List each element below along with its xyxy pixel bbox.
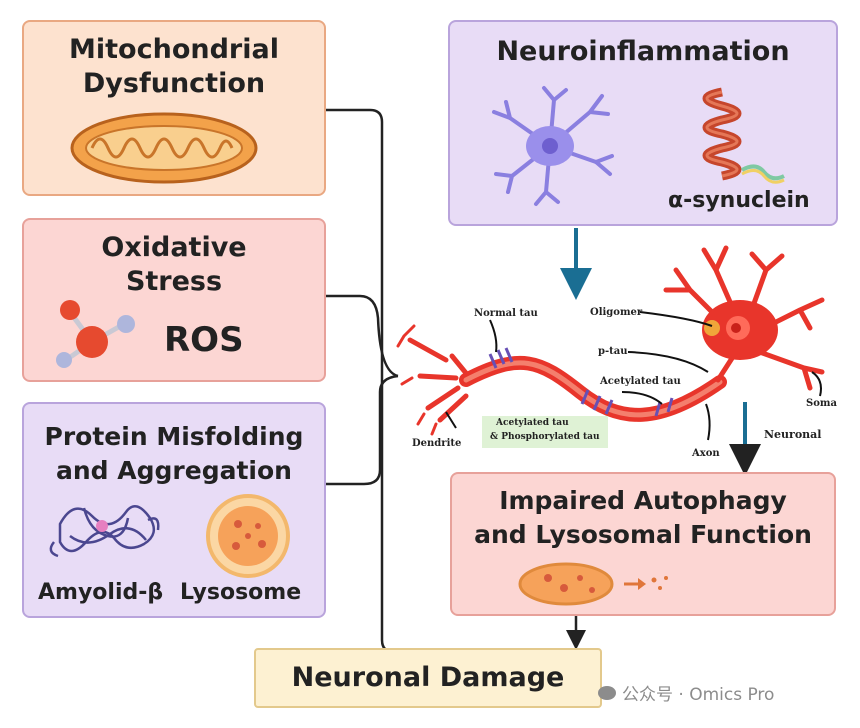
microglia-icon bbox=[492, 86, 614, 206]
protein-title-line1: Protein Misfolding bbox=[44, 422, 304, 451]
amyloid-beta-icon bbox=[49, 505, 160, 558]
autophagy-title-line1: Impaired Autophagy bbox=[499, 486, 787, 515]
mitochondrial-dysfunction-box: Mitochondrial Dysfunction bbox=[22, 20, 326, 196]
mito-title-line1: Mitochondrial bbox=[69, 34, 279, 65]
amyloid-label: Amyolid-β bbox=[38, 580, 164, 605]
ros-label: ROS bbox=[164, 320, 244, 360]
oligomer-label: Oligomer bbox=[590, 307, 643, 318]
oxidative-title-line1: Oxidative bbox=[101, 232, 247, 263]
lysosome-degradation-icon bbox=[518, 562, 668, 606]
impaired-autophagy-box: Impaired Autophagy and Lysosomal Functio… bbox=[450, 472, 836, 616]
protein-title-line2: and Aggregation bbox=[56, 456, 292, 485]
axon-label: Axon bbox=[692, 448, 720, 459]
oxidative-title-line2: Stress bbox=[125, 266, 223, 297]
tau-legend: Acetylated tau & Phosphorylated tau bbox=[482, 416, 608, 448]
oxidative-stress-box: Oxidative Stress ROS bbox=[22, 218, 326, 382]
alpha-synuclein-label: α-synuclein bbox=[668, 188, 810, 213]
neuronal-damage-box: Neuronal Damage bbox=[254, 648, 602, 708]
tau-legend-line2: & Phosphorylated tau bbox=[490, 432, 600, 442]
neuroinflammation-icons bbox=[492, 86, 785, 206]
neuroinflammation-title: Neuroinflammation bbox=[496, 36, 790, 67]
ros-molecule-icon bbox=[56, 300, 135, 368]
mito-title-line2: Dysfunction bbox=[82, 68, 266, 99]
bracket-line-oxidative bbox=[326, 294, 399, 378]
normal-tau-label: Normal tau bbox=[474, 308, 538, 319]
p-tau-label: p-tau bbox=[598, 346, 628, 357]
neuronal-damage-title: Neuronal Damage bbox=[291, 662, 565, 693]
neuronal-label: Neuronal bbox=[764, 428, 822, 441]
mitochondrion-icon bbox=[70, 112, 258, 184]
protein-icons bbox=[49, 494, 290, 578]
watermark-text: 公众号 · Omics Pro bbox=[622, 685, 775, 705]
lysosome-label: Lysosome bbox=[180, 580, 302, 605]
dendrite-label: Dendrite bbox=[412, 438, 462, 449]
neuroinflammation-box: Neuroinflammation α-synuclein bbox=[448, 20, 838, 226]
wechat-icon bbox=[598, 685, 616, 700]
watermark: 公众号 · Omics Pro bbox=[598, 680, 774, 705]
acetylated-tau-label: Acetylated tau bbox=[600, 376, 681, 387]
tau-legend-line1: Acetylated tau bbox=[496, 418, 569, 428]
protein-misfolding-box: Protein Misfolding and Aggregation Amyol… bbox=[22, 402, 326, 618]
lysosome-icon bbox=[206, 494, 290, 578]
autophagy-title-line2: and Lysosomal Function bbox=[474, 520, 812, 549]
soma-label: Soma bbox=[806, 398, 837, 409]
alpha-synuclein-icon bbox=[702, 87, 785, 184]
bracket-line-protein bbox=[326, 374, 399, 486]
